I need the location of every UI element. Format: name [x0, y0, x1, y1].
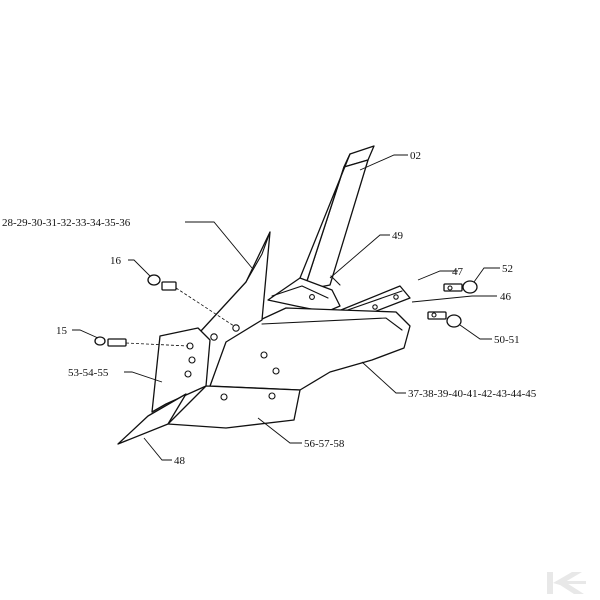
callout-49: 49: [392, 230, 404, 242]
callout-50-51: 50-51: [494, 334, 520, 346]
bolt-16: [147, 274, 235, 327]
frog-bracket: [267, 277, 341, 313]
bolt-52: [443, 280, 478, 294]
bolt-50-51: [427, 311, 462, 328]
bolt-15: [94, 336, 189, 347]
callout-47: 47: [452, 266, 464, 278]
callout-48: 48: [174, 455, 186, 467]
callout-46: 46: [500, 291, 512, 303]
callout-15: 15: [56, 325, 68, 337]
callout-02: 02: [410, 150, 421, 162]
point-tip: [117, 393, 187, 445]
share: [167, 385, 301, 429]
callout-53-55: 53-54-55: [68, 367, 109, 379]
leader-lines: [72, 154, 500, 461]
callout-52: 52: [502, 263, 513, 275]
callout-16: 16: [110, 255, 122, 267]
shank-beam: [299, 145, 375, 291]
callout-28-36: 28-29-30-31-32-33-34-35-36: [2, 217, 131, 229]
callout-56-58: 56-57-58: [304, 438, 345, 450]
k-logo-icon: [547, 572, 586, 594]
callout-37-45: 37-38-39-40-41-42-43-44-45: [408, 388, 537, 400]
